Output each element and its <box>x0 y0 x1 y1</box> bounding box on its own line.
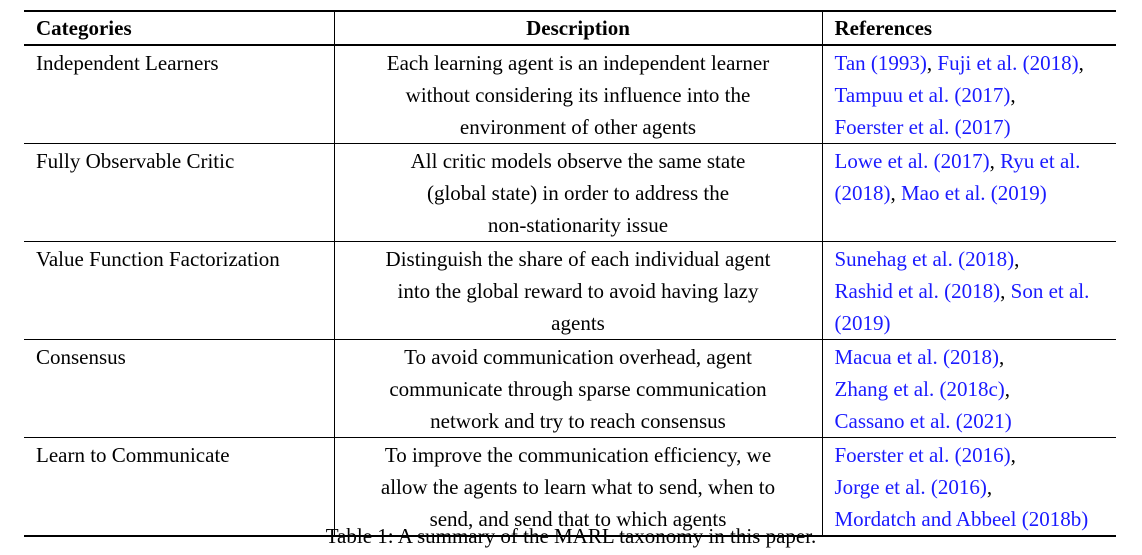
reference-line: (2019) <box>835 307 1105 339</box>
references-cell: Foerster et al. (2016),Jorge et al. (201… <box>821 437 1116 536</box>
citation-link[interactable]: Mordatch and Abbeel (2018b) <box>834 507 1089 531</box>
description-line: allow the agents to learn what to send, … <box>380 475 776 499</box>
citation-separator: , <box>890 181 901 205</box>
reference-line: Macua et al. (2018), <box>835 341 1105 373</box>
reference-line: Cassano et al. (2021) <box>835 405 1105 437</box>
table-row: Consensus To avoid communication overhead… <box>24 339 1116 438</box>
citation-link[interactable]: Tampuu et al. (2017) <box>834 83 1011 107</box>
reference-line: Foerster et al. (2016), <box>835 439 1105 471</box>
header-categories: Categories <box>36 16 132 40</box>
category-cell: Value Function Factorization <box>36 247 280 271</box>
citation-link[interactable]: Lowe et al. (2017) <box>834 149 990 173</box>
citation-separator: , <box>1078 51 1084 75</box>
references-cell: Macua et al. (2018),Zhang et al. (2018c)… <box>821 339 1116 438</box>
citation-separator: , <box>1004 377 1011 401</box>
description-line: All critic models observe the same state <box>410 149 746 173</box>
description-line: communicate through sparse communication <box>389 377 767 401</box>
citation-link[interactable]: Mao et al. (2019) <box>901 181 1047 205</box>
description-line: without considering its influence into t… <box>405 83 751 107</box>
citation-link[interactable]: (2018) <box>834 181 891 205</box>
taxonomy-table: Categories Description References Indepe… <box>24 10 1116 537</box>
citation-link[interactable]: Macua et al. (2018) <box>834 345 999 369</box>
citation-separator: , <box>986 475 993 499</box>
table-row: Fully Observable Critic All critic models… <box>24 143 1116 242</box>
citation-link[interactable]: Zhang et al. (2018c) <box>834 377 1005 401</box>
citation-link[interactable]: Fuji et al. (2018) <box>937 51 1079 75</box>
description-line: into the global reward to avoid having l… <box>397 279 759 303</box>
reference-line: Rashid et al. (2018), Son et al. <box>835 275 1105 307</box>
description-line: (global state) in order to address the <box>426 181 730 205</box>
references-cell: Sunehag et al. (2018),Rashid et al. (201… <box>821 241 1116 340</box>
reference-line: (2018), Mao et al. (2019) <box>835 177 1105 209</box>
references-cell: Lowe et al. (2017), Ryu et al.(2018), Ma… <box>821 143 1116 242</box>
citation-link[interactable]: Jorge et al. (2016) <box>834 475 987 499</box>
references-cell: Tan (1993), Fuji et al. (2018),Tampuu et… <box>821 45 1116 144</box>
description-cell: All critic models observe the same state… <box>333 143 822 242</box>
description-line: agents <box>551 311 605 335</box>
table-row: Value Function Factorization Distinguish … <box>24 241 1116 340</box>
table-caption: Table 1: A summary of the MARL taxonomy … <box>325 524 817 548</box>
category-cell: Independent Learners <box>36 51 219 75</box>
table-row: Learn to Communicate To improve the commu… <box>24 437 1116 536</box>
table-row: Independent Learners Each learning agent … <box>24 45 1116 144</box>
citation-link[interactable]: Cassano et al. (2021) <box>834 409 1012 433</box>
citation-link[interactable]: Tan (1993) <box>834 51 927 75</box>
description-line: network and try to reach consensus <box>430 409 726 433</box>
reference-line: Zhang et al. (2018c), <box>835 373 1105 405</box>
citation-link[interactable]: Son et al. <box>1010 279 1090 303</box>
table-header: Categories Description References <box>24 11 1116 45</box>
citation-link[interactable]: Foerster et al. (2016) <box>834 443 1011 467</box>
citation-link[interactable]: Rashid et al. (2018) <box>834 279 1001 303</box>
description-line: To avoid communication overhead, agent <box>404 345 752 369</box>
header-references: References <box>821 11 1116 45</box>
citation-link[interactable]: Sunehag et al. (2018) <box>834 247 1015 271</box>
citation-separator: , <box>1010 83 1016 107</box>
citation-separator: , <box>998 345 1005 369</box>
header-row: Categories Description References <box>24 11 1116 45</box>
citation-link[interactable]: Ryu et al. <box>1000 149 1081 173</box>
reference-line: Tan (1993), Fuji et al. (2018), <box>835 47 1105 79</box>
description-cell: Distinguish the share of each individual… <box>333 241 822 340</box>
reference-line: Lowe et al. (2017), Ryu et al. <box>835 145 1105 177</box>
citation-separator: , <box>1014 247 1020 271</box>
description-line: Each learning agent is an independent le… <box>386 51 770 75</box>
citation-link[interactable]: (2019) <box>834 311 891 335</box>
description-cell: To improve the communication efficiency,… <box>333 437 822 536</box>
description-line: To improve the communication efficiency,… <box>384 443 772 467</box>
reference-line: Tampuu et al. (2017), <box>835 79 1105 111</box>
reference-line: Mordatch and Abbeel (2018b) <box>835 503 1105 535</box>
citation-separator: , <box>1010 443 1016 467</box>
table-body: Independent Learners Each learning agent … <box>24 45 1116 536</box>
citation-separator: , <box>989 149 1001 173</box>
description-cell: Each learning agent is an independent le… <box>333 45 822 144</box>
category-cell: Consensus <box>36 345 126 369</box>
citation-separator: , <box>1000 279 1011 303</box>
description-line: non-stationarity issue <box>487 213 669 237</box>
citation-separator: , <box>926 51 938 75</box>
reference-line: Sunehag et al. (2018), <box>835 243 1105 275</box>
reference-line: Jorge et al. (2016), <box>835 471 1105 503</box>
reference-line: Foerster et al. (2017) <box>835 111 1105 143</box>
category-cell: Fully Observable Critic <box>36 149 235 173</box>
description-line: send, and send that to which agents <box>429 507 727 531</box>
category-cell: Learn to Communicate <box>36 443 230 467</box>
description-cell: To avoid communication overhead, agent co… <box>333 339 822 438</box>
header-description: Description <box>333 11 822 45</box>
citation-link[interactable]: Foerster et al. (2017) <box>834 115 1011 139</box>
description-line: Distinguish the share of each individual… <box>385 247 771 271</box>
description-line: environment of other agents <box>459 115 697 139</box>
